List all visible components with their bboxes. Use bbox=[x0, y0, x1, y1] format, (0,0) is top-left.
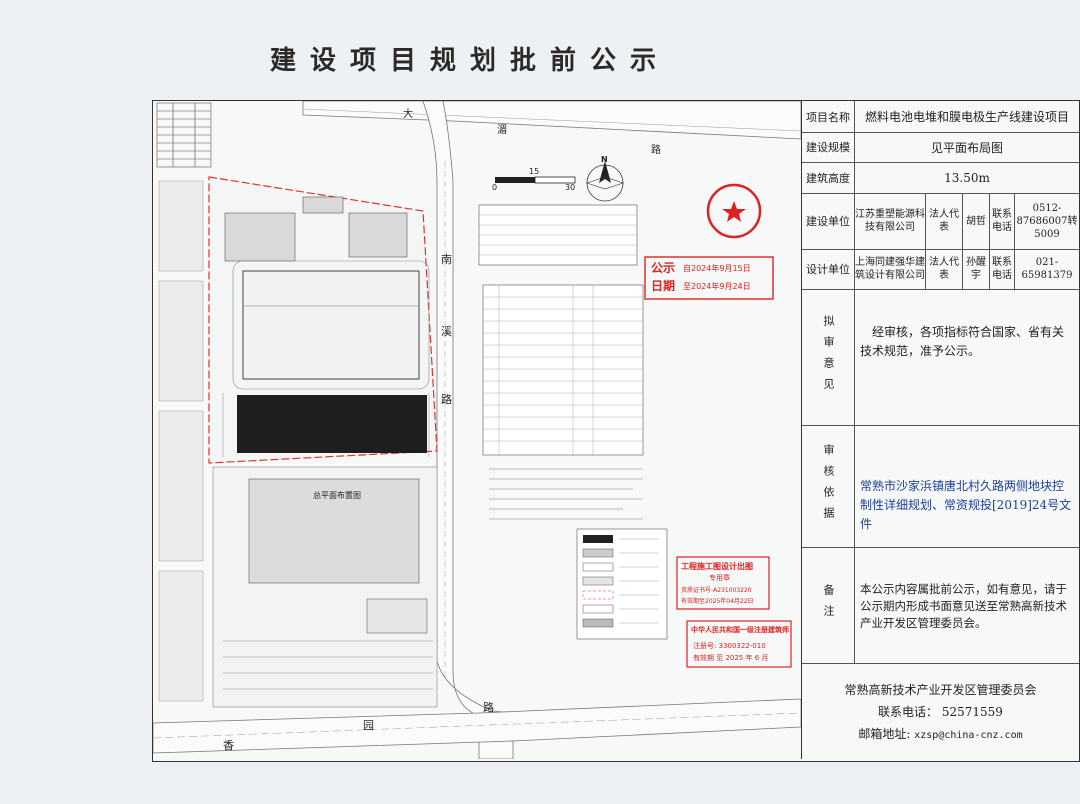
road-label-yuan: 园 bbox=[363, 719, 374, 732]
row-project-name: 项目名称 燃料电池电堆和膜电极生产线建设项目 bbox=[802, 101, 1079, 133]
plan-label: 总平面布置图 bbox=[313, 491, 361, 500]
builder-phone-label: 联系电话 bbox=[990, 193, 1015, 249]
remarks-text: 本公示内容属批前公示，如有意见，请于公示期内形成书面意见送至常熟高新技术产业开发… bbox=[860, 582, 1067, 630]
row-height: 建筑高度 13.50m bbox=[802, 162, 1079, 194]
corner-coordinate-table bbox=[156, 102, 212, 168]
stamp-to-date: 至2024年9月24日 bbox=[683, 282, 751, 291]
road-label-nan: 南 bbox=[441, 253, 452, 266]
north-label: N bbox=[601, 155, 608, 164]
road-damei bbox=[302, 101, 801, 140]
scale-mark-0: 0 bbox=[492, 183, 498, 192]
official-seal-star bbox=[722, 201, 746, 222]
footer-email-label: 邮箱地址: bbox=[858, 727, 911, 741]
road-label-lu-top: 路 bbox=[651, 145, 661, 156]
stamp-reg-title: 中华人民共和国一级注册建筑师 bbox=[691, 626, 789, 634]
stamp-riqi: 日期 bbox=[651, 279, 676, 293]
cert-stamp-frame bbox=[676, 556, 770, 610]
south-plot bbox=[212, 466, 438, 708]
row-opinion: 拟审意见 经审核，各项指标符合国家、省有关技术规范，准予公示。 bbox=[802, 289, 1079, 426]
row-designer: 设计单位 上海同建强华建筑设计有限公司 法人代表 孙醒宇 联系电话 021-65… bbox=[802, 249, 1079, 290]
stamp-cert-valid: 有效期至2025年04月22日 bbox=[681, 598, 754, 605]
designer-name: 上海同建强华建筑设计有限公司 bbox=[855, 249, 926, 289]
stamp-gongshi: 公示 bbox=[651, 261, 676, 275]
scale-mark-15: 15 bbox=[529, 167, 540, 176]
road-label-xi: 溪 bbox=[441, 325, 452, 338]
stamp-from-date: 自2024年9月15日 bbox=[683, 264, 751, 273]
road-label-lu-right: 路 bbox=[441, 393, 452, 406]
project-name: 燃料电池电堆和膜电极生产线建设项目 bbox=[864, 110, 1069, 124]
building-hatched-north bbox=[224, 196, 408, 262]
west-parcels bbox=[158, 180, 204, 702]
row-scale: 建设规模 见平面布局图 bbox=[802, 132, 1079, 163]
road-label-da: 大 bbox=[403, 109, 413, 120]
road-label-lu-bottom: 路 bbox=[483, 701, 494, 714]
site-plan-drawing: 大 湄 路 南 溪 路 香 园 路 0 15 30 N 总平面布置图 公示 日期… bbox=[153, 101, 801, 759]
parking-row-north bbox=[222, 393, 430, 457]
indicator-table bbox=[478, 204, 644, 456]
row-basis: 审核依据 常熟市沙家浜镇唐北村久路两侧地块控制性详细规划、常资规投[2019]2… bbox=[802, 425, 1079, 548]
stamp-cert-no: 资质证书号-A231003220 bbox=[681, 587, 752, 594]
designer-rep-label: 法人代表 bbox=[926, 249, 963, 289]
designer-phone: 021-65981379 bbox=[1021, 257, 1073, 281]
height-value: 13.50m bbox=[944, 170, 990, 185]
reg-stamp-frame bbox=[686, 620, 792, 668]
opinion-label: 拟审意见 bbox=[802, 289, 855, 425]
footer-email-line: 邮箱地址: xzsp@china-cnz.com bbox=[802, 725, 1079, 742]
main-plant-building bbox=[232, 260, 430, 390]
scale-bar bbox=[495, 176, 576, 184]
info-panel: 项目名称 燃料电池电堆和膜电极生产线建设项目 建设规模 见平面布局图 建筑高度 … bbox=[801, 101, 1079, 759]
scale-label: 建设规模 bbox=[802, 132, 855, 162]
designer-phone-label: 联系电话 bbox=[990, 249, 1015, 289]
footer-email: xzsp@china-cnz.com bbox=[914, 730, 1023, 741]
road-label-mei: 湄 bbox=[497, 125, 507, 136]
page-title: 建设项目规划批前公示 bbox=[269, 46, 670, 76]
stamp-cert-title: 工程施工图设计出图 bbox=[681, 562, 753, 571]
indicator-table-lines bbox=[479, 214, 643, 455]
official-seal-icon bbox=[706, 183, 762, 239]
publicity-stamp-frame bbox=[644, 256, 774, 300]
builder-phone: 0512-87686007转5009 bbox=[1016, 202, 1078, 240]
road-label-xiang: 香 bbox=[223, 739, 234, 752]
dark-building bbox=[237, 395, 427, 453]
designer-rep: 孙醒宇 bbox=[963, 249, 990, 289]
builder-name: 江苏重塑能源科技有限公司 bbox=[855, 193, 926, 249]
row-builder: 建设单位 江苏重塑能源科技有限公司 法人代表 胡哲 联系电话 0512-8768… bbox=[802, 193, 1079, 250]
site-plan-svg bbox=[153, 101, 801, 759]
scale-value: 见平面布局图 bbox=[930, 140, 1003, 155]
basis-text: 常熟市沙家浜镇唐北村久路两侧地块控制性详细规划、常资规投[2019]24号文件 bbox=[860, 479, 1072, 531]
drawing-legend bbox=[576, 528, 668, 640]
designer-label: 设计单位 bbox=[802, 249, 855, 289]
opinion-text: 经审核，各项指标符合国家、省有关技术规范，准予公示。 bbox=[860, 325, 1065, 358]
footer-org: 常熟高新技术产业开发区管理委员会 bbox=[844, 683, 1037, 697]
project-name-label: 项目名称 bbox=[802, 101, 855, 132]
stamp-reg-no: 注册号: 3300322-010 bbox=[693, 642, 766, 650]
height-label: 建筑高度 bbox=[802, 162, 855, 193]
builder-rep: 胡哲 bbox=[963, 193, 990, 249]
scale-mark-30: 30 bbox=[565, 183, 576, 192]
north-arrow-icon bbox=[586, 161, 624, 202]
stamp-reg-valid: 有效期 至 2025 年 6 月 bbox=[693, 654, 769, 662]
row-remarks: 备注 本公示内容属批前公示，如有意见，请于公示期内形成书面意见送至常熟高新技术产… bbox=[802, 547, 1079, 664]
footer-phone: 联系电话： 52571559 bbox=[878, 705, 1003, 719]
notes-text bbox=[489, 468, 643, 520]
remarks-label: 备注 bbox=[802, 547, 855, 663]
stamp-cert-sub: 专用章 bbox=[709, 574, 730, 582]
builder-rep-label: 法人代表 bbox=[926, 193, 963, 249]
basis-label: 审核依据 bbox=[802, 425, 855, 547]
road-xiangyuan bbox=[153, 698, 801, 754]
builder-label: 建设单位 bbox=[802, 193, 855, 249]
